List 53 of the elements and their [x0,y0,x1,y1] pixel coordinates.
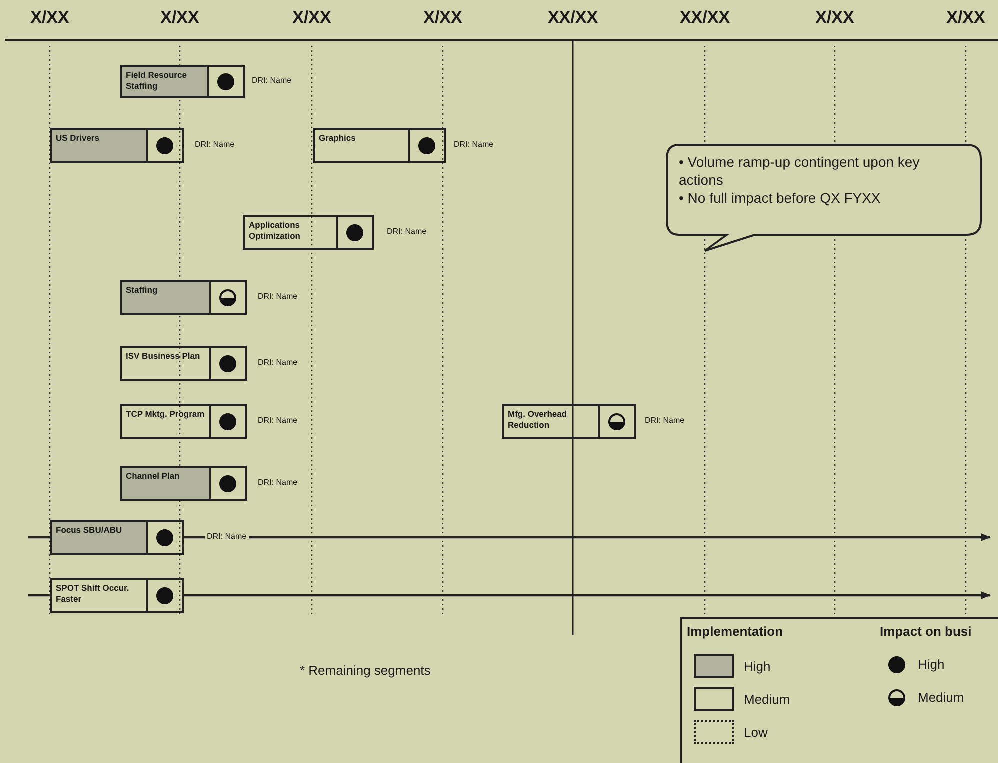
owner-label: DRI: Name [643,416,687,424]
speech-bubble [665,143,983,255]
task-box [50,128,184,163]
owner-label: DRI: Name [256,478,300,486]
task-label: TCP Mktg. Program [125,408,206,421]
owner-label: DRI: Name [205,532,249,540]
task-label: Graphics [318,132,357,145]
task-box [502,404,636,439]
task-label: Mfg. Overhead Reduction [507,408,568,432]
task-label: ISV Business Plan [125,350,202,363]
timeline-arrow [184,592,991,600]
date-label: X/XX [422,8,464,28]
callout-text: • No full impact before QX FYXX [679,189,882,208]
owner-label: DRI: Name [385,226,429,236]
task-box [120,404,247,439]
owner-label: DRI: Name [256,416,300,424]
owner-label: DRI: Name [256,292,300,300]
owner-label: DRI: Name [256,358,300,366]
task-label: US Drivers [52,130,146,161]
date-label: X/XX [30,8,70,28]
date-label: XX/XX [678,8,732,28]
task-label: SPOT Shift Occur. Faster [55,582,130,606]
date-label: X/XX [292,8,332,28]
task-box [120,346,247,381]
date-label: X/XX [814,8,856,28]
legend-label: Medium [918,690,964,705]
task-box [120,466,247,501]
footnote: * Remaining segments [300,663,431,678]
owner-label: DRI: Name [193,140,237,148]
date-label: X/XX [946,8,986,28]
task-box [243,215,374,250]
task-box [50,520,184,555]
date-label: X/XX [160,8,200,28]
owner-label: DRI: Name [250,76,294,84]
task-label: Focus SBU/ABU [52,522,146,553]
task-label: Staffing [122,282,209,313]
task-label: Field Resource Staffing [122,67,207,96]
task-box [50,578,184,613]
task-box [313,128,446,163]
date-label: XX/XX [546,8,600,28]
legend-label: High [744,659,771,674]
task-box [120,280,247,315]
legend-label: Medium [744,692,790,707]
timeline-arrow [184,534,991,542]
legend-label: Low [744,725,768,740]
task-label: Applications Optimization [248,219,302,243]
legend-heading: Impact on busi [880,624,972,639]
legend-label: High [918,657,945,672]
callout-text: • Volume ramp-up contingent upon key actions [679,153,921,190]
owner-label: DRI: Name [452,140,496,148]
task-label: Channel Plan [122,468,209,499]
legend-heading: Implementation [687,624,784,639]
task-box [120,65,245,98]
